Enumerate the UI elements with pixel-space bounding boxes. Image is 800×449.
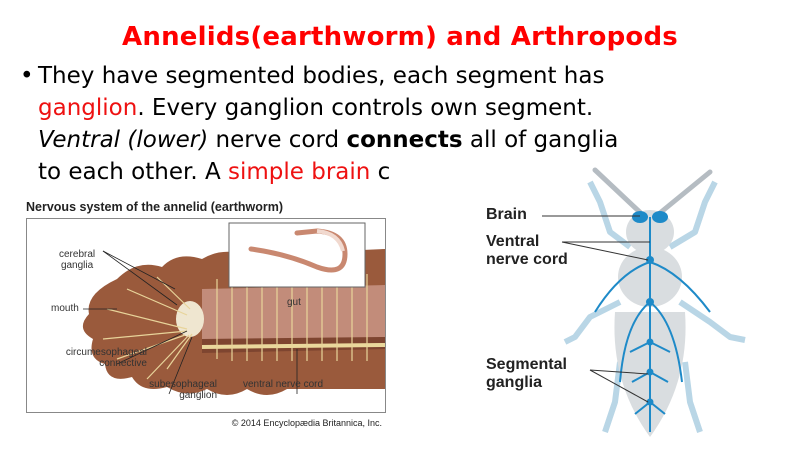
insect-illustration [542, 167, 746, 437]
subesophageal-label: subesophageal ganglion [117, 379, 217, 401]
circumesophageal-label: circumesophageal connective [31, 347, 147, 369]
ganglion-highlight: ganglion [38, 95, 138, 121]
line4-start: to each other. A [38, 159, 229, 185]
bullet-line-4: to each other. A simple brain c [14, 156, 800, 188]
line3-rest: all of ganglia [462, 127, 619, 153]
earthworm-diagram: cerebral ganglia mouth circumesophageal … [26, 218, 386, 413]
ventral-nerve-cord-label: ventral nerve cord [243, 379, 324, 390]
subeso-label-line2: ganglion [179, 390, 217, 401]
subeso-label-line1: subesophageal [149, 379, 217, 390]
slide-title: Annelids(earthworm) and Arthropods [122, 22, 678, 52]
bullet-line-1: • They have segmented bodies, each segme… [14, 60, 800, 92]
arthropod-figure: Brain Ventral nerve cord Segmental gangl… [470, 162, 800, 449]
earthworm-illustration [82, 222, 385, 395]
ventral-label-line1: Ventral [486, 233, 540, 250]
line1-text: They have segmented bodies, each segment… [38, 63, 605, 89]
brain-label: Brain [486, 206, 527, 223]
line3-mid: nerve cord [208, 127, 347, 153]
segmental-ganglia-label: Segmental ganglia [486, 356, 567, 392]
simple-brain-highlight: simple brain [228, 159, 371, 185]
cerebral-label-line1: cerebral [59, 249, 96, 260]
bullet-line-2: ganglion. Every ganglion controls own se… [14, 92, 800, 124]
segmental-label-line2: ganglia [486, 374, 543, 391]
bullet-text: • They have segmented bodies, each segme… [14, 60, 800, 188]
circum-label-line2: connective [99, 358, 147, 369]
line2-text: . Every ganglion controls own segment. [137, 95, 594, 121]
ventral-cord-label: Ventral nerve cord [486, 233, 568, 269]
connects-bold: connects [346, 127, 463, 153]
gut-label: gut [287, 297, 301, 308]
cerebral-label-line2: ganglia [60, 260, 94, 271]
bullet-marker: • [20, 63, 34, 89]
line4-rest: c [370, 159, 391, 185]
cerebral-ganglia-label: cerebral ganglia [59, 249, 95, 271]
earthworm-figure-title: Nervous system of the annelid (earthworm… [26, 200, 284, 214]
bullet-line-3: Ventral (lower) nerve cord connects all … [14, 124, 800, 156]
segmental-label-line1: Segmental [486, 356, 567, 373]
britannica-credit: © 2014 Encyclopædia Britannica, Inc. [231, 418, 382, 428]
ventral-label-line2: nerve cord [486, 251, 568, 268]
ventral-italic: Ventral (lower) [38, 127, 209, 153]
earthworm-figure: Nervous system of the annelid (earthworm… [22, 198, 392, 433]
circum-label-line1: circumesophageal [65, 347, 147, 358]
mouth-label: mouth [51, 303, 79, 314]
